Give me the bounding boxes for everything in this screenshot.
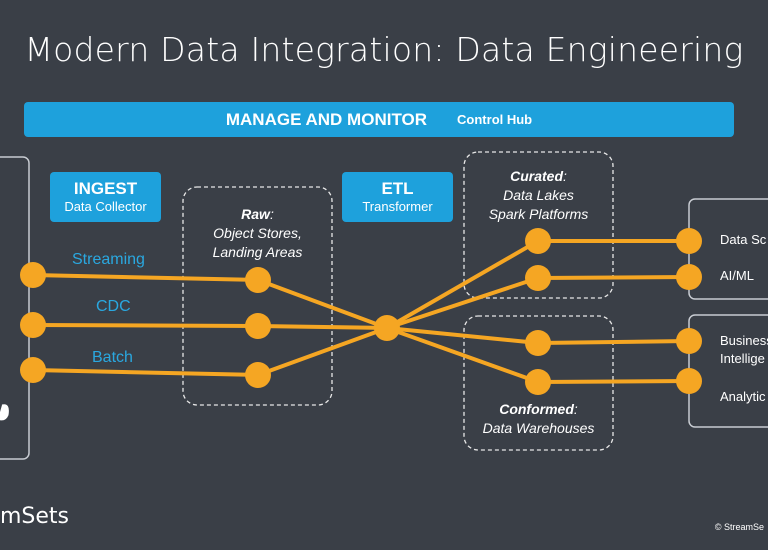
manage-monitor-banner: MANAGE AND MONITOR Control Hub: [24, 102, 734, 137]
curated-label: Curated: [510, 168, 563, 184]
raw-label: Raw: [241, 206, 270, 222]
dest-aiml: AI/ML: [720, 268, 754, 283]
dest-intelligence: Intellige: [720, 351, 765, 366]
destination-box-bottom: [688, 314, 768, 428]
destination-box-top: [688, 198, 768, 300]
source-label-streaming: Streaming: [72, 251, 145, 268]
node-dest-aiml: [676, 264, 702, 290]
conformed-label: Conformed: [499, 401, 574, 417]
ingest-subtitle: Data Collector: [64, 199, 147, 214]
source-label-cdc: CDC: [96, 298, 131, 315]
source-label-batch: Batch: [92, 349, 133, 366]
node-curated-1: [525, 228, 551, 254]
curated-line1: Data Lakes: [503, 187, 574, 203]
node-raw-3: [245, 362, 271, 388]
etl-title: ETL: [381, 179, 414, 198]
etl-box: ETL Transformer: [342, 172, 453, 222]
source-box: [0, 156, 30, 460]
node-dest-business: [676, 328, 702, 354]
raw-line1: Object Stores,: [213, 225, 302, 241]
pipeline-lines: [32, 239, 690, 384]
ingest-title: INGEST: [73, 179, 138, 198]
node-curated-2: [525, 265, 551, 291]
streamsets-logo: mSets: [0, 504, 70, 529]
node-dest-analytics: [676, 368, 702, 394]
node-raw-2: [245, 313, 271, 339]
conformed-line1: Data Warehouses: [482, 420, 595, 436]
conformed-zone-text: Conformed: Data Warehouses: [469, 400, 608, 438]
source-icon: [0, 404, 9, 421]
dest-analytics: Analytic: [720, 389, 766, 404]
node-conformed-1: [525, 330, 551, 356]
banner-sub-label: Control Hub: [457, 112, 533, 127]
node-etl-hub: [374, 315, 400, 341]
copyright-text: © StreamSe: [714, 522, 764, 532]
node-cdc-source: [20, 312, 46, 338]
node-raw-1: [245, 267, 271, 293]
raw-line2: Landing Areas: [212, 244, 303, 260]
page-title: Modern Data Integration: Data Engineerin…: [24, 30, 744, 69]
dest-data-science: Data Sc: [720, 232, 767, 247]
etl-subtitle: Transformer: [362, 199, 433, 214]
node-dest-data-science: [676, 228, 702, 254]
banner-main-label: MANAGE AND MONITOR: [225, 109, 428, 129]
curated-zone-text: Curated: Data Lakes Spark Platforms: [469, 167, 608, 224]
pipeline-nodes: [20, 228, 702, 395]
curated-line2: Spark Platforms: [488, 206, 589, 222]
raw-zone-text: Raw: Object Stores, Landing Areas: [188, 205, 327, 262]
dest-business: Business: [720, 333, 768, 348]
node-conformed-2: [525, 369, 551, 395]
node-batch-source: [20, 357, 46, 383]
node-streaming-source: [20, 262, 46, 288]
conformed-zone: [463, 315, 614, 451]
ingest-box: INGEST Data Collector: [50, 172, 161, 222]
curated-zone: [463, 151, 614, 299]
raw-zone: [182, 186, 333, 406]
